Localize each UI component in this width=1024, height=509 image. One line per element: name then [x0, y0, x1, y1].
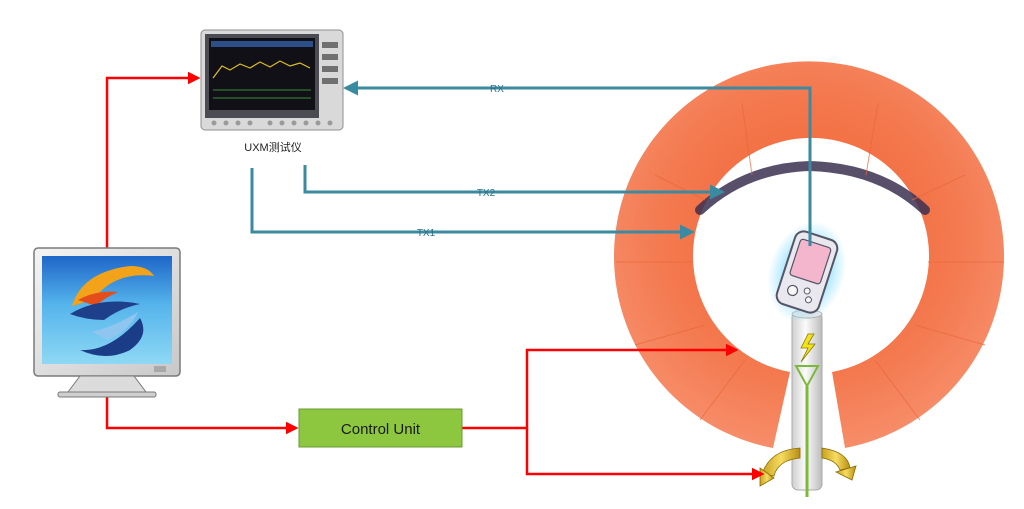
rx-link	[343, 80, 812, 246]
chamber-inner-shadow	[695, 160, 930, 215]
signal-bolt-icon	[800, 333, 816, 363]
tx2-link	[303, 165, 725, 200]
rf-links	[250, 80, 812, 246]
control-unit-label: Control Unit	[341, 421, 421, 438]
tx2-label: TX2	[477, 188, 496, 199]
pc-to-control-unit-link	[105, 395, 299, 435]
software-logo-icon	[70, 266, 154, 356]
control-unit-to-chamber-link	[462, 343, 739, 430]
tx1-link	[250, 168, 695, 240]
control-links	[105, 71, 765, 481]
test-instrument-icon	[200, 29, 344, 131]
rx-label: RX	[490, 84, 504, 95]
rotation-arrow-icon	[759, 447, 857, 487]
instrument-label: UXM测试仪	[244, 141, 301, 154]
control-unit: Control Unit	[298, 408, 463, 448]
control-unit-box	[298, 408, 463, 448]
pc-to-instrument-link	[105, 71, 201, 248]
chamber-ring	[614, 61, 1004, 448]
chamber-segment-lines	[616, 88, 1004, 421]
computer-monitor-icon	[33, 247, 181, 398]
antenna-icon	[794, 365, 820, 497]
tx1-label: TX1	[417, 228, 436, 239]
mobile-device-icon	[767, 221, 847, 323]
control-unit-to-positioner-link	[525, 428, 765, 481]
